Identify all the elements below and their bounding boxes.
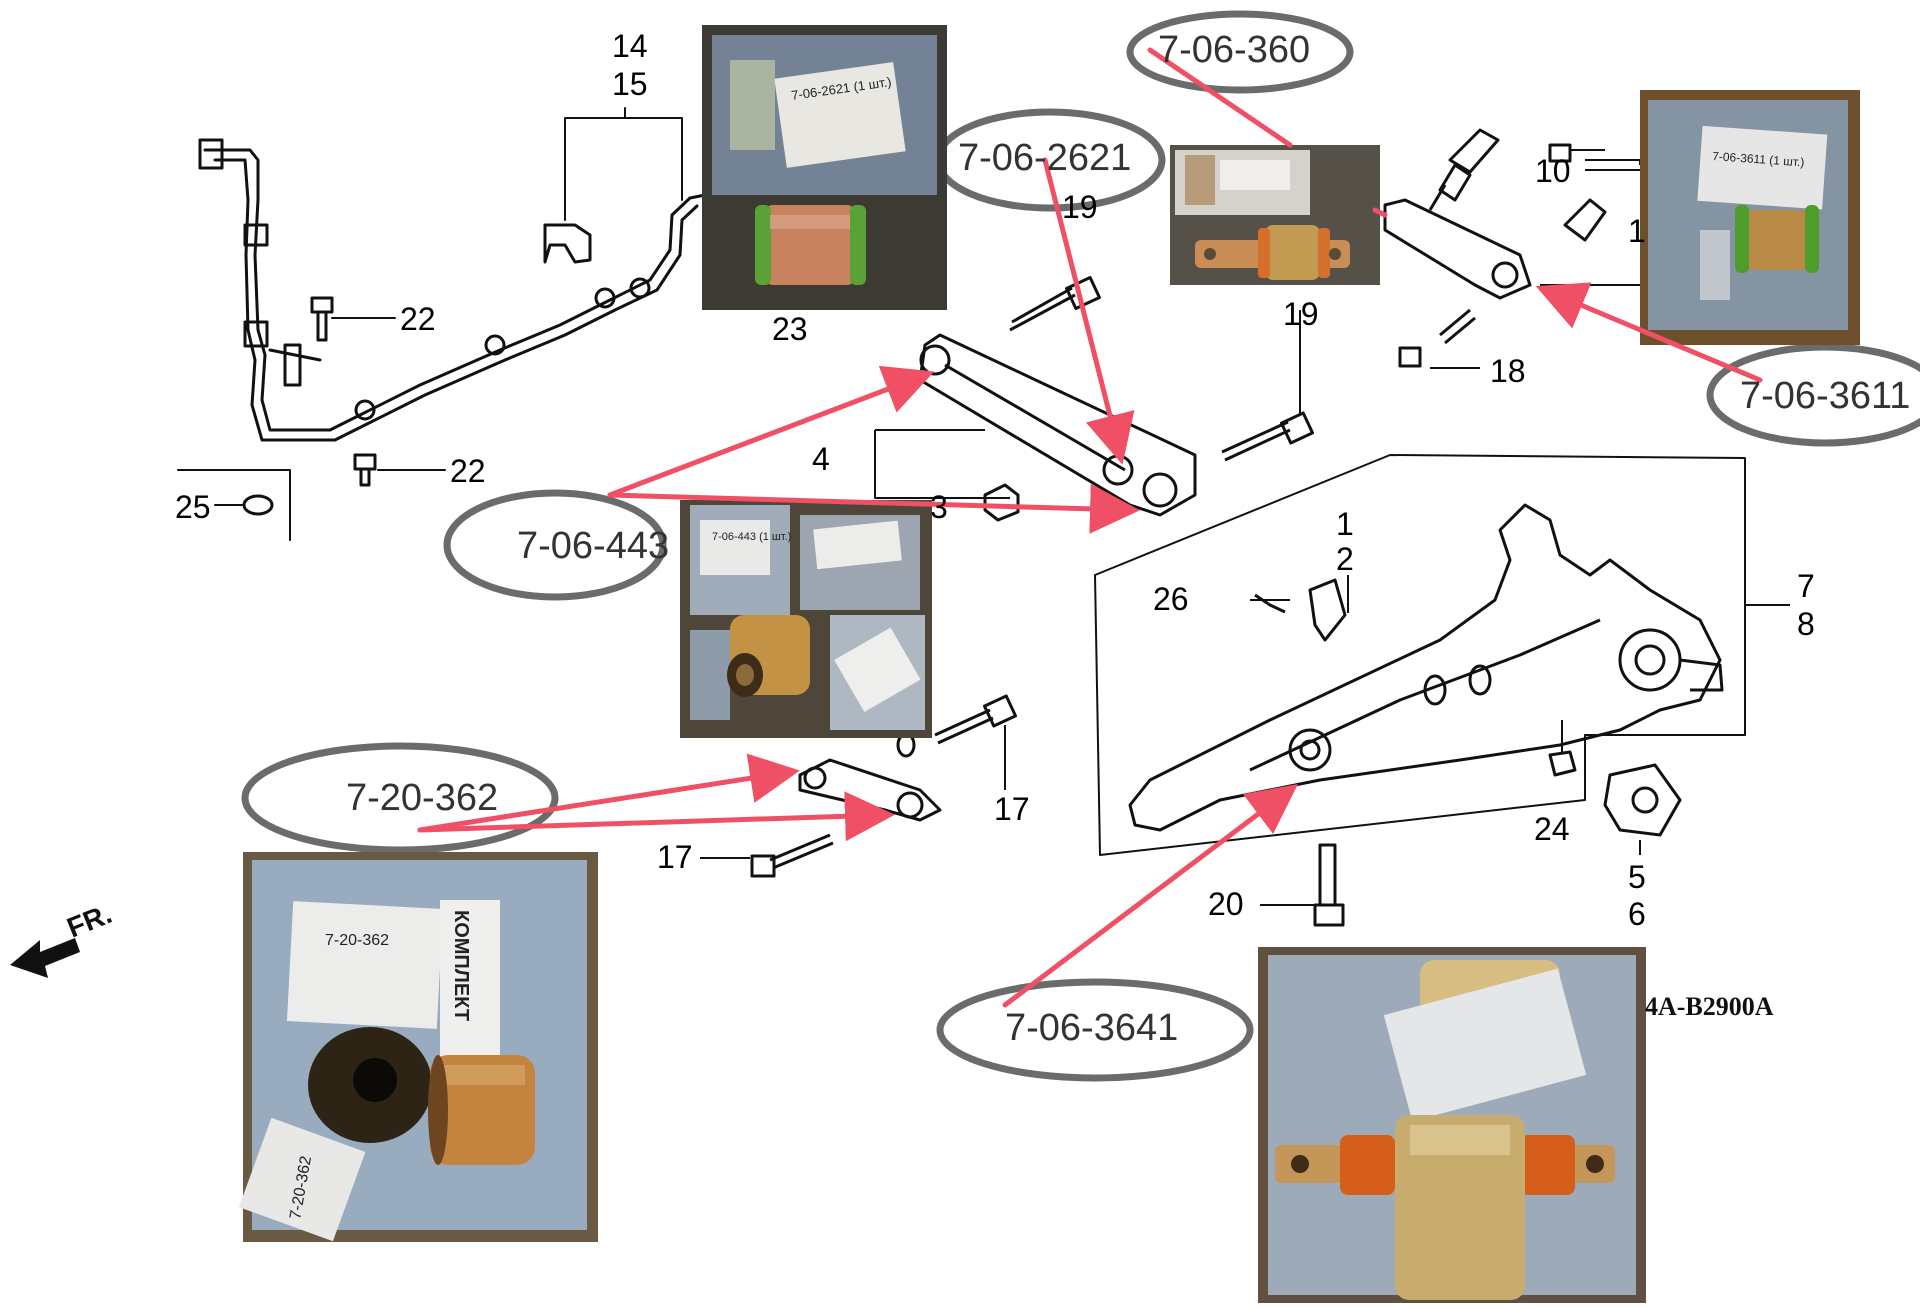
arrow-7-06-3641: [1002, 783, 1298, 1008]
callout-4: 4: [812, 441, 830, 477]
callout-24: 24: [1534, 811, 1570, 847]
ellipse-7-20-362: [241, 742, 559, 854]
callout-18: 18: [1490, 353, 1526, 389]
callout-22-lower: 22: [450, 453, 486, 489]
callout-19-right: 19: [1283, 296, 1319, 332]
part-number-7-20-362: 7-20-362: [346, 777, 498, 819]
callout-6: 6: [1628, 896, 1646, 932]
product-photo-7-06-3641: [1258, 947, 1646, 1303]
front-indicator-label: FR.: [63, 898, 116, 944]
photo-tag-7-06-443: 7-06-443 (1 шт.): [712, 531, 791, 543]
callout-2: 2: [1336, 541, 1354, 577]
callout-3: 3: [930, 489, 948, 525]
trailing-arm-drawing: [1094, 454, 1790, 927]
callout-19-top: 19: [1062, 189, 1098, 225]
arrow-7-06-360-end: [1372, 207, 1388, 218]
arrow-7-20-362-a: [417, 753, 800, 833]
product-photo-7-06-3611: [1640, 90, 1860, 345]
front-arrow-icon: [10, 938, 80, 978]
ellipse-7-06-3611: [1706, 343, 1920, 447]
part-number-7-06-3611: 7-06-3611: [1740, 375, 1910, 417]
callout-15: 15: [612, 66, 648, 102]
ellipse-7-06-360: [1126, 10, 1354, 94]
arrow-7-06-443-b: [607, 483, 1140, 534]
callout-17-left: 17: [657, 839, 693, 875]
photo-tag-komplekt: КОМПЛЕКТ: [450, 910, 472, 1021]
callout-10: 10: [1535, 153, 1571, 189]
part-number-7-06-360: 7-06-360: [1158, 29, 1310, 71]
callout-5: 5: [1628, 859, 1646, 895]
ellipse-7-06-443: [443, 489, 667, 601]
ellipse-7-06-3641: [936, 978, 1254, 1082]
callout-25: 25: [175, 489, 211, 525]
arrow-7-20-362-b: [417, 791, 895, 842]
callout-8: 8: [1797, 606, 1815, 642]
lower-link-drawing: [700, 694, 1018, 878]
arrow-7-06-443-a: [607, 365, 935, 498]
arrow-7-06-2621: [1042, 157, 1135, 465]
pointer-arrows: [417, 47, 1763, 1008]
callout-23: 23: [772, 311, 808, 347]
product-photo-7-06-360: [1170, 145, 1380, 285]
callout-17-right: 17: [994, 791, 1030, 827]
callout-1: 1: [1336, 506, 1354, 542]
product-photo-7-06-2621: [702, 25, 947, 310]
compensator-arm-drawing: [1383, 128, 1641, 369]
callout-26: 26: [1153, 581, 1189, 617]
arrow-7-06-3611: [1535, 282, 1763, 383]
callout-20: 20: [1208, 886, 1244, 922]
photo-tag-7-06-3611: 7-06-3611 (1 шт.): [1712, 149, 1805, 169]
photo-tag-7-20-362: 7-20-362: [325, 932, 389, 949]
part-number-7-06-443: 7-06-443: [517, 525, 669, 567]
part-number-ellipses: [241, 10, 1920, 1082]
arrow-7-06-360: [1147, 47, 1293, 148]
upper-arm-drawing: [874, 276, 1315, 522]
part-number-7-06-2621: 7-06-2621: [958, 137, 1131, 179]
stabilizer-bar-drawing: [177, 107, 707, 541]
diagram-code: 4A-B2900A: [1645, 992, 1774, 1021]
callout-1-right: 1: [1628, 213, 1646, 249]
part-number-7-06-3641: 7-06-3641: [1005, 1007, 1178, 1049]
callout-7: 7: [1797, 568, 1815, 604]
product-photo-7-20-362: [238, 852, 598, 1242]
product-photo-7-06-443: [680, 500, 932, 738]
callout-14: 14: [612, 28, 648, 64]
callout-22-upper: 22: [400, 301, 436, 337]
